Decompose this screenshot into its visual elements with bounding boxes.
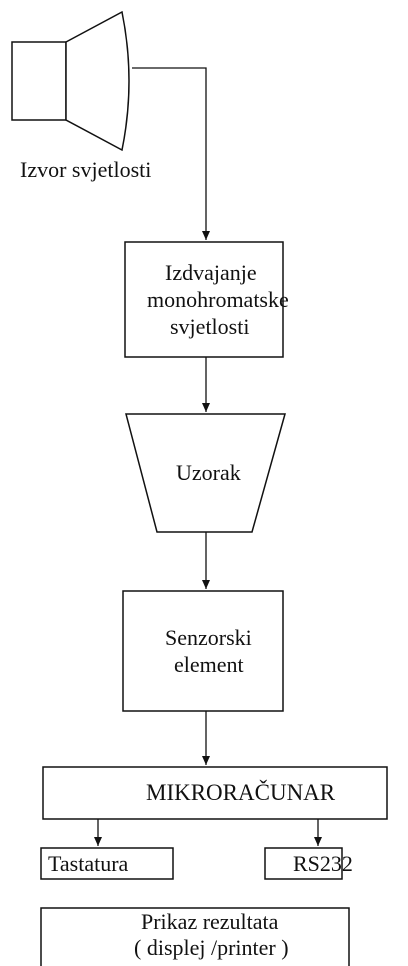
output-label-line1: Prikaz rezultata — [141, 909, 279, 934]
microcomputer-box — [42, 766, 388, 820]
keyboard-label: Tastatura — [48, 851, 129, 876]
rs232-label: RS232 — [293, 851, 353, 876]
sensor-label-line1: Senzorski — [165, 625, 252, 650]
sensor-label: Senzorski element — [165, 624, 295, 678]
monochromator-box — [124, 241, 284, 358]
sample-shape — [125, 413, 286, 533]
output-label-line2: ( displej /printer ) — [134, 935, 289, 960]
sample-label: Uzorak — [176, 460, 241, 485]
sensor-label-line2: element — [174, 652, 244, 677]
edge-light-to-monochromator — [132, 67, 210, 240]
output-label: Prikaz rezultata ( displej /printer ) — [134, 909, 404, 961]
sensor-box — [122, 590, 284, 712]
monochromator-label-line1: Izdvajanje — [165, 260, 257, 285]
output-box — [40, 907, 350, 966]
light-source-label: Izvor svjetlosti — [20, 157, 152, 182]
monochromator-label: Izdvajanje monohromatske svjetlosti — [145, 259, 393, 340]
monochromator-label-line3: svjetlosti — [170, 314, 250, 339]
microcomputer-label: MIKRORAČUNAR — [146, 780, 336, 805]
monochromator-label-line2: monohromatske — [147, 287, 289, 312]
keyboard-box — [40, 847, 174, 880]
rs232-box — [264, 847, 343, 880]
light-source-icon — [11, 10, 130, 152]
